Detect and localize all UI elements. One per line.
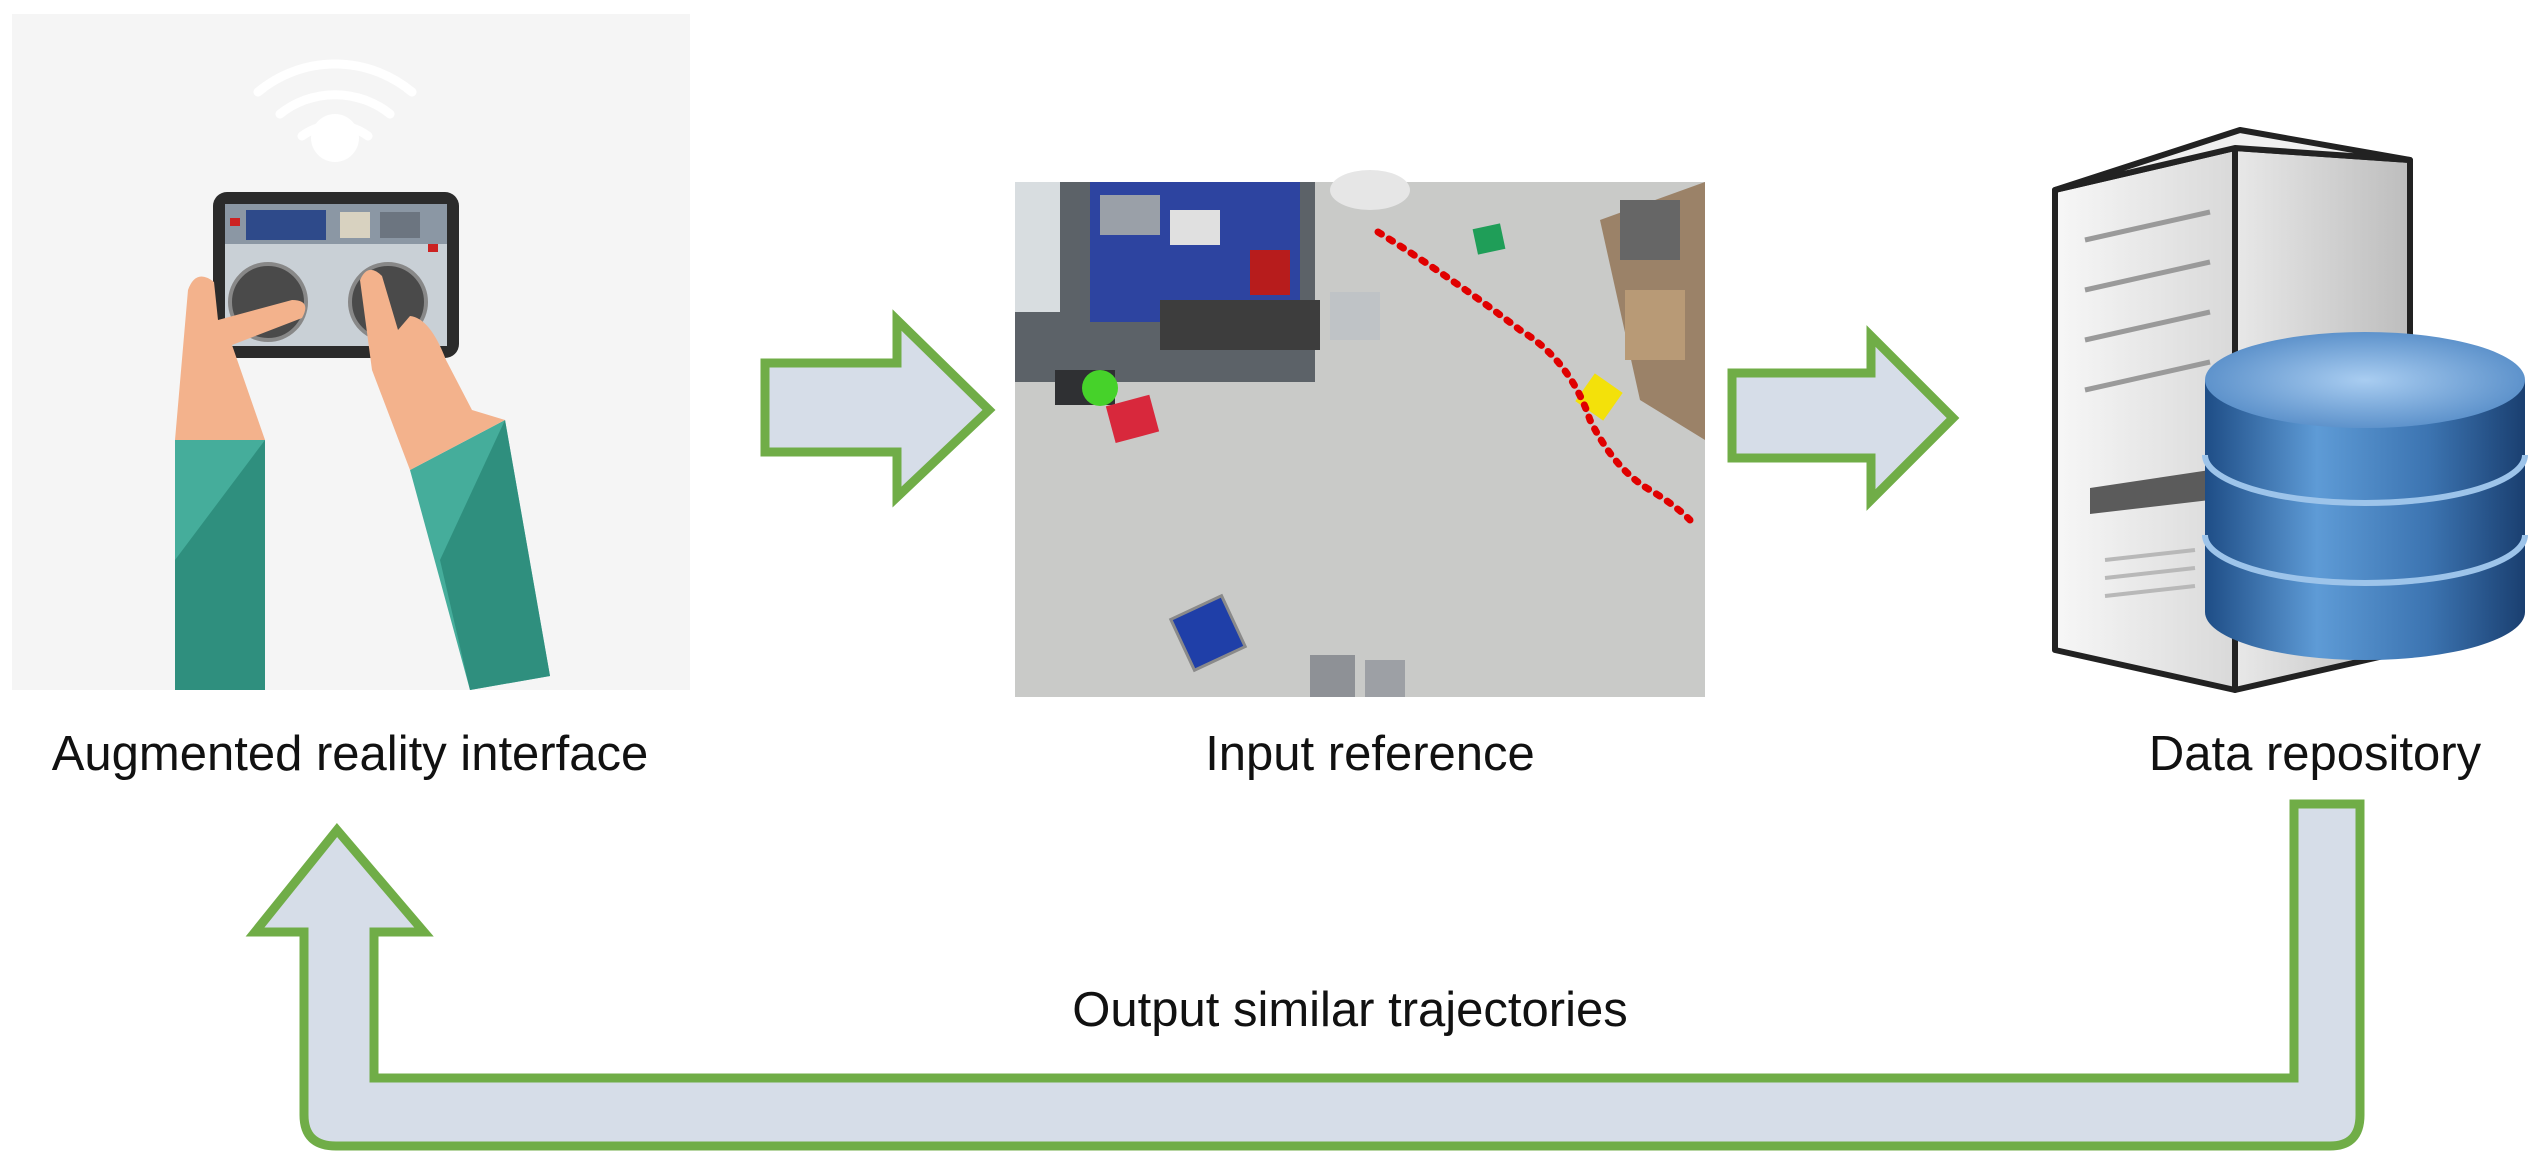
server-database-icon: [2052, 127, 2528, 693]
data-repository-label: Data repository: [2148, 727, 2482, 781]
wifi-icon: [253, 59, 417, 162]
marker-red: [1105, 394, 1160, 444]
right-hand: [360, 269, 505, 470]
left-hand: [175, 276, 306, 440]
database-cylinder: [2202, 332, 2528, 660]
marker-blue: [1168, 593, 1248, 673]
flow-arrow-1: [760, 309, 996, 508]
feedback-arrow: [245, 799, 2365, 1151]
marker-green: [1472, 223, 1506, 255]
feedback-label: Output similar trajectories: [1072, 983, 1628, 1037]
server-top: [2052, 127, 2413, 193]
input-reference-photo: [1015, 170, 1705, 697]
ar-interface-label: Augmented reality interface: [51, 727, 649, 781]
input-reference-label: Input reference: [1205, 727, 1535, 781]
left-sleeve-shade: [175, 440, 265, 690]
ar-interface-illustration: [12, 14, 690, 690]
flow-arrow-2: [1727, 325, 1960, 511]
right-sleeve-shade: [440, 420, 550, 690]
trajectory-dotted-path: [1374, 228, 1694, 524]
